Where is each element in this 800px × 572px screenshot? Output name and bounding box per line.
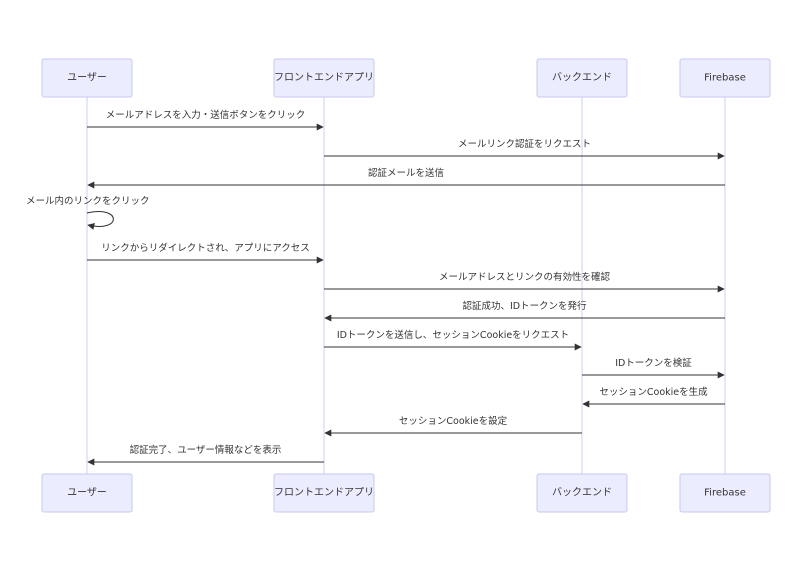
message-label: 認証完了、ユーザー情報などを表示 xyxy=(130,444,282,456)
lifelines xyxy=(86,97,726,474)
message-3: 認証メールを送信 xyxy=(87,167,725,189)
message-label: 認証メールを送信 xyxy=(368,167,444,179)
participant-box xyxy=(273,473,375,513)
participant-frontend-bottom: フロントエンドアプリ xyxy=(273,473,375,513)
participant-box xyxy=(536,58,628,98)
message-9: IDトークンを検証 xyxy=(582,357,725,379)
participant-user-bottom: ユーザー xyxy=(41,473,133,513)
message-4: メール内のリンクをクリック xyxy=(26,195,150,230)
participant-label: バックエンド xyxy=(552,72,612,84)
message-label: リンクからリダイレクトされ、アプリにアクセス xyxy=(101,242,310,254)
message-label: メールリンク認証をリクエスト xyxy=(458,138,591,150)
messages: メールアドレスを入力・送信ボタンをクリックメールリンク認証をリクエスト認証メール… xyxy=(26,109,725,466)
message-label: 認証成功、IDトークンを発行 xyxy=(462,300,587,312)
participant-frontend-top: フロントエンドアプリ xyxy=(273,58,375,98)
participant-label: フロントエンドアプリ xyxy=(274,487,374,499)
participant-label: バックエンド xyxy=(552,487,612,499)
message-label: メール内のリンクをクリック xyxy=(26,195,150,207)
participant-box xyxy=(679,58,771,98)
message-5: リンクからリダイレクトされ、アプリにアクセス xyxy=(87,242,324,264)
message-1: メールアドレスを入力・送信ボタンをクリック xyxy=(87,109,324,131)
participant-label: ユーザー xyxy=(67,487,107,499)
participant-backend-bottom: バックエンド xyxy=(536,473,628,513)
participants-bottom: ユーザー フロントエンドアプリ バックエンド Firebase xyxy=(41,473,771,513)
participant-label: Firebase xyxy=(704,73,746,84)
message-label: IDトークンを送信し、セッションCookieをリクエスト xyxy=(337,329,569,341)
participant-firebase-top: Firebase xyxy=(679,58,771,98)
participant-backend-top: バックエンド xyxy=(536,58,628,98)
participant-box xyxy=(41,58,133,98)
message-2: メールリンク認証をリクエスト xyxy=(324,138,725,160)
participant-box xyxy=(536,473,628,513)
message-label: メールアドレスとリンクの有効性を確認 xyxy=(439,271,611,283)
participant-box xyxy=(679,473,771,513)
participant-firebase-bottom: Firebase xyxy=(679,473,771,513)
participant-user-top: ユーザー xyxy=(41,58,133,98)
message-11: セッションCookieを設定 xyxy=(324,415,582,437)
message-label: セッションCookieを生成 xyxy=(599,386,708,398)
message-label: メールアドレスを入力・送信ボタンをクリック xyxy=(106,109,306,121)
participant-box xyxy=(41,473,133,513)
participant-label: ユーザー xyxy=(67,72,107,84)
participant-label: フロントエンドアプリ xyxy=(274,72,374,84)
participants-top: ユーザー フロントエンドアプリ バックエンド Firebase xyxy=(41,58,771,98)
participant-box xyxy=(273,58,375,98)
participant-label: Firebase xyxy=(704,488,746,499)
message-12: 認証完了、ユーザー情報などを表示 xyxy=(87,444,324,466)
message-10: セッションCookieを生成 xyxy=(582,386,725,408)
message-arrow xyxy=(86,211,114,230)
message-6: メールアドレスとリンクの有効性を確認 xyxy=(324,271,725,293)
message-label: IDトークンを検証 xyxy=(615,357,692,369)
message-label: セッションCookieを設定 xyxy=(399,415,508,427)
message-8: IDトークンを送信し、セッションCookieをリクエスト xyxy=(324,329,582,351)
message-7: 認証成功、IDトークンを発行 xyxy=(324,300,725,322)
